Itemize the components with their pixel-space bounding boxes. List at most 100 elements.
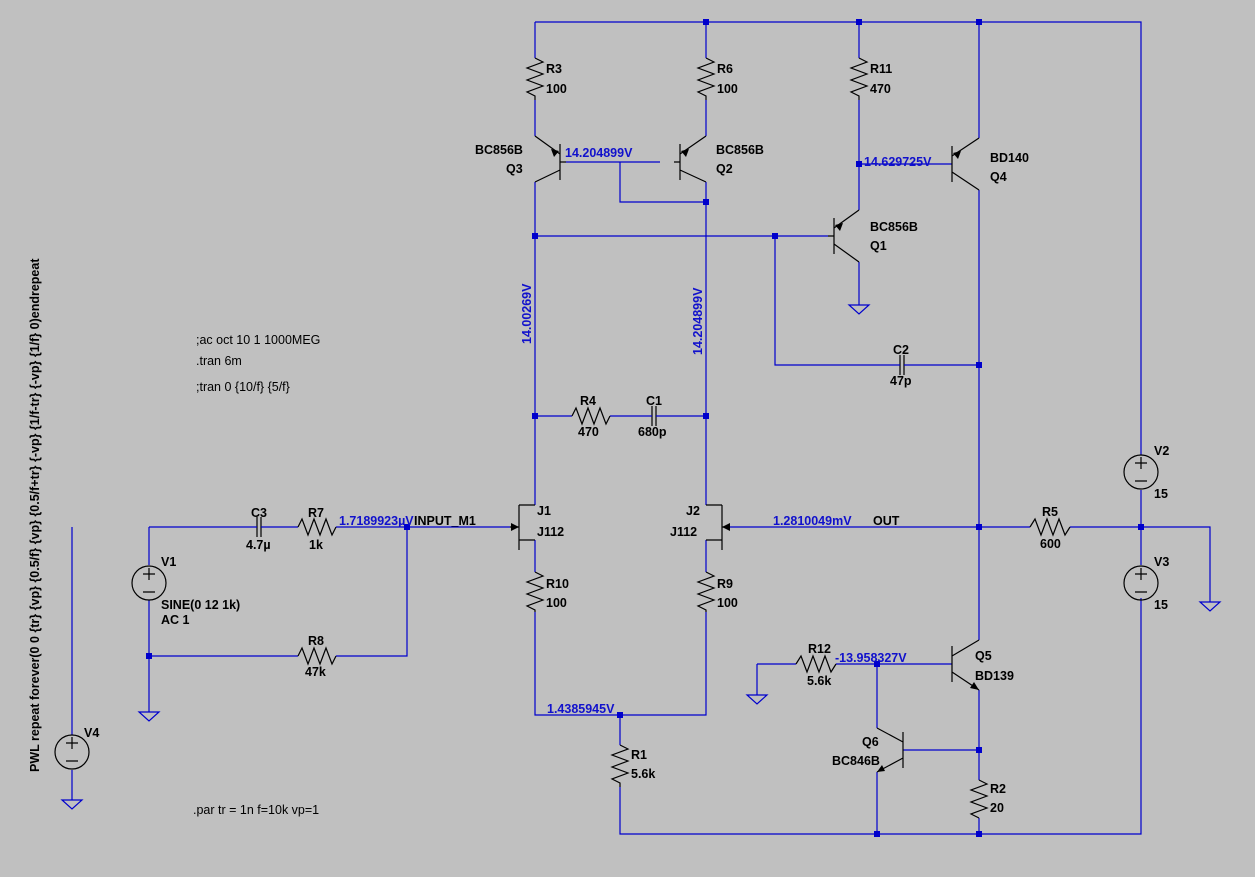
voltage-right-drain: 14.204899V (691, 287, 705, 355)
j1-model: J112 (537, 525, 564, 539)
voltage-q5-base: -13.958327V (835, 651, 907, 665)
c1-name: C1 (646, 394, 662, 408)
v1-value: SINE(0 12 1k) (161, 598, 240, 612)
v4-name: V4 (84, 726, 99, 740)
c3-name: C3 (251, 506, 267, 520)
resistor-r4[interactable] (571, 406, 611, 426)
c1-value: 680p (638, 425, 667, 439)
resistor-r2[interactable] (969, 779, 989, 819)
ground-icon (137, 711, 161, 722)
transistor-q6[interactable] (876, 727, 904, 773)
j2-name: J2 (686, 504, 700, 518)
transistor-q3[interactable] (534, 135, 566, 183)
r1-value: 5.6k (631, 767, 655, 781)
voltage-input: 1.7189923µV (339, 514, 414, 528)
resistor-r6[interactable] (696, 57, 716, 100)
c2-value: 47p (890, 374, 912, 388)
r6-value: 100 (717, 82, 738, 96)
voltage-tail: 1.4385945V (547, 702, 615, 716)
capacitor-c1[interactable] (648, 406, 660, 426)
v2-name: V2 (1154, 444, 1169, 458)
r7-value: 1k (309, 538, 323, 552)
q1-model: BC856B (870, 220, 918, 234)
r7-name: R7 (308, 506, 324, 520)
r9-name: R9 (717, 577, 733, 591)
junction-dots (146, 19, 1144, 837)
directive-tran: .tran 6m (196, 354, 242, 368)
net-label-input: INPUT_M1 (414, 514, 476, 528)
r12-name: R12 (808, 642, 831, 656)
capacitor-c2[interactable] (893, 355, 911, 375)
v3-name: V3 (1154, 555, 1169, 569)
c2-name: C2 (893, 343, 909, 357)
resistor-r8[interactable] (297, 646, 337, 666)
c3-value: 4.7µ (246, 538, 271, 552)
resistor-r1[interactable] (610, 744, 630, 787)
r11-value: 470 (870, 82, 891, 96)
j2-model: J112 (670, 525, 697, 539)
q3-name: Q3 (506, 162, 523, 176)
r4-name: R4 (580, 394, 596, 408)
ground-icon (60, 799, 84, 810)
r1-name: R1 (631, 748, 647, 762)
r6-name: R6 (717, 62, 733, 76)
resistor-r12[interactable] (795, 654, 837, 674)
voltage-q4-base: 14.629725V (864, 155, 932, 169)
voltage-source-v3[interactable] (1123, 565, 1159, 601)
q5-name: Q5 (975, 649, 992, 663)
q2-name: Q2 (716, 162, 733, 176)
q5-model: BD139 (975, 669, 1014, 683)
resistor-r11[interactable] (849, 57, 869, 100)
directive-ac: ;ac oct 10 1 1000MEG (196, 333, 320, 347)
voltage-source-v4[interactable] (54, 734, 90, 770)
resistor-r10[interactable] (525, 571, 545, 612)
voltage-source-v2[interactable] (1123, 454, 1159, 490)
r5-name: R5 (1042, 505, 1058, 519)
q4-name: Q4 (990, 170, 1007, 184)
transistor-q1[interactable] (828, 209, 860, 263)
q3-model: BC856B (475, 143, 523, 157)
q1-name: Q1 (870, 239, 887, 253)
capacitor-c3[interactable] (254, 517, 264, 537)
jfet-j2[interactable] (706, 504, 730, 550)
resistor-r9[interactable] (696, 571, 716, 612)
r3-value: 100 (546, 82, 567, 96)
net-label-output: OUT (873, 514, 900, 528)
voltage-output: 1.2810049mV (773, 514, 852, 528)
ground-icon (1198, 601, 1222, 612)
r2-value: 20 (990, 801, 1004, 815)
ground-icon (745, 694, 769, 705)
v1-ac: AC 1 (161, 613, 190, 627)
transistor-q4[interactable] (951, 137, 980, 191)
r5-value: 600 (1040, 537, 1061, 551)
r8-value: 47k (305, 665, 326, 679)
v2-value: 15 (1154, 487, 1168, 501)
r8-name: R8 (308, 634, 324, 648)
voltage-left-drain: 14.00269V (520, 283, 534, 344)
voltage-q3-base: 14.204899V (565, 146, 633, 160)
r9-value: 100 (717, 596, 738, 610)
resistor-r7[interactable] (297, 517, 337, 537)
v3-value: 15 (1154, 598, 1168, 612)
transistor-q5[interactable] (951, 639, 980, 691)
q6-name: Q6 (862, 735, 879, 749)
r2-name: R2 (990, 782, 1006, 796)
directive-param: .par tr = 1n f=10k vp=1 (193, 803, 319, 817)
j1-name: J1 (537, 504, 551, 518)
v1-name: V1 (161, 555, 176, 569)
q2-model: BC856B (716, 143, 764, 157)
r10-value: 100 (546, 596, 567, 610)
directive-tran-alt: ;tran 0 {10/f} {5/f} (196, 380, 290, 394)
q4-model: BD140 (990, 151, 1029, 165)
r4-value: 470 (578, 425, 599, 439)
q6-model: BC846B (832, 754, 880, 768)
jfet-j1[interactable] (510, 504, 535, 550)
resistor-r3[interactable] (525, 57, 545, 100)
transistor-q2[interactable] (674, 135, 707, 183)
resistor-r5[interactable] (1029, 517, 1071, 537)
r12-value: 5.6k (807, 674, 831, 688)
voltage-source-v1[interactable] (131, 565, 167, 601)
r11-name: R11 (870, 62, 892, 76)
v4-value: PWL repeat forever(0 0 {tr} {vp} {0.5/f}… (28, 258, 42, 772)
